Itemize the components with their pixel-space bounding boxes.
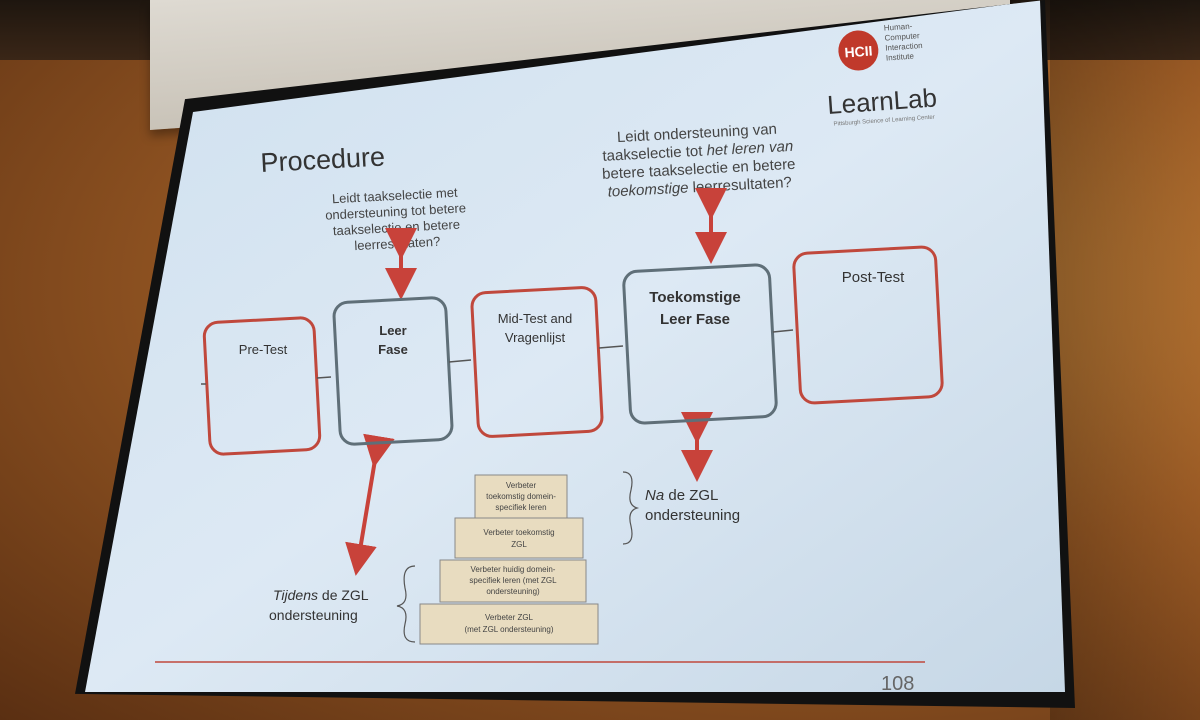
flow-arrow-4	[772, 329, 794, 333]
svg-text:Verbeter ZGL: Verbeter ZGL	[485, 613, 534, 622]
svg-text:ondersteuning tot betere: ondersteuning tot betere	[325, 200, 467, 222]
svg-text:Fase: Fase	[378, 342, 408, 357]
learnlab-logo: LearnLab Pittsburgh Science of Learning …	[826, 82, 938, 127]
during-label: Tijdens de ZGL ondersteuning	[269, 587, 369, 623]
hcii-logo-mark: HCII	[844, 43, 873, 61]
brace-right	[622, 471, 640, 545]
projection-screen: Procedure HCII Human- Computer Interacti…	[75, 0, 1075, 708]
pyramid-block-4: Verbeter ZGL (met ZGL ondersteuning)	[419, 603, 599, 645]
svg-text:toekomstig domein-: toekomstig domein-	[486, 492, 556, 501]
brace-left	[396, 565, 416, 643]
flow-arrow-2	[448, 359, 472, 363]
pyramid-block-3: Verbeter huidig domein- specifiek leren …	[439, 559, 587, 603]
svg-text:Leidt taakselectie met: Leidt taakselectie met	[332, 185, 459, 207]
flow-arrow-3	[598, 345, 624, 349]
phase-post-test: Post-Test	[792, 245, 944, 405]
slide-surface	[85, 0, 1065, 692]
page-number: 108	[881, 673, 914, 695]
svg-text:Pre-Test: Pre-Test	[239, 342, 288, 357]
after-label: Na de ZGL ondersteuning	[645, 487, 740, 524]
flow-arrows	[201, 329, 794, 385]
double-arrow-left-bottom	[345, 433, 395, 576]
svg-text:Leer Fase: Leer Fase	[660, 311, 730, 328]
svg-text:ondersteuning: ondersteuning	[269, 607, 358, 623]
hcii-logo: HCII Human- Computer Interaction Institu…	[838, 22, 923, 71]
svg-text:Mid-Test and: Mid-Test and	[498, 311, 572, 326]
hcii-line-2: Computer	[884, 31, 920, 42]
hcii-line-4: Institute	[886, 52, 915, 63]
phase-toekomstige-leer-fase: Toekomstige Leer Fase	[622, 263, 778, 425]
svg-text:Vragenlijst: Vragenlijst	[505, 330, 566, 345]
phase-leer-fase: Leer Fase	[332, 296, 454, 446]
svg-text:Verbeter: Verbeter	[506, 481, 537, 490]
svg-text:ZGL: ZGL	[511, 540, 527, 549]
svg-text:ondersteuning): ondersteuning)	[486, 587, 540, 596]
svg-text:taakselectie en betere: taakselectie en betere	[333, 217, 461, 239]
phase-mid-test: Mid-Test and Vragenlijst	[470, 286, 604, 438]
pyramid-block-1: Verbeter toekomstig domein- specifiek le…	[474, 474, 568, 520]
pyramid-block-2: Verbeter toekomstig ZGL	[454, 517, 584, 559]
question-left: Leidt taakselectie met ondersteuning tot…	[325, 185, 467, 253]
svg-text:Tijdens de ZGL: Tijdens de ZGL	[273, 587, 369, 603]
hcii-line-1: Human-	[884, 22, 913, 33]
svg-text:ondersteuning: ondersteuning	[645, 507, 740, 524]
pyramid: Verbeter toekomstig domein- specifiek le…	[419, 474, 599, 645]
svg-text:taakselectie tot het leren van: taakselectie tot het leren van	[602, 138, 794, 165]
svg-text:Post-Test: Post-Test	[842, 269, 905, 286]
hcii-logo-circle-icon	[838, 30, 879, 71]
phase-pre-test: Pre-Test	[202, 316, 322, 456]
wall-shadow	[1050, 0, 1200, 720]
slide-canvas: Procedure HCII Human- Computer Interacti…	[85, 0, 1065, 695]
svg-text:Toekomstige: Toekomstige	[649, 289, 740, 306]
svg-text:Leer: Leer	[379, 323, 406, 338]
svg-text:Na de ZGL: Na de ZGL	[645, 487, 718, 504]
svg-text:Verbeter huidig domein-: Verbeter huidig domein-	[471, 565, 556, 574]
svg-text:specifiek leren: specifiek leren	[495, 503, 546, 512]
svg-text:(met ZGL ondersteuning): (met ZGL ondersteuning)	[464, 625, 553, 634]
question-right: Leidt ondersteuning van taakselectie tot…	[602, 121, 796, 201]
flow-arrow-1	[316, 376, 332, 379]
hcii-line-3: Interaction	[885, 41, 923, 53]
svg-text:Verbeter toekomstig: Verbeter toekomstig	[483, 528, 554, 537]
svg-text:specifiek leren (met ZGL: specifiek leren (met ZGL	[469, 576, 557, 585]
slide-title: Procedure	[260, 142, 386, 178]
